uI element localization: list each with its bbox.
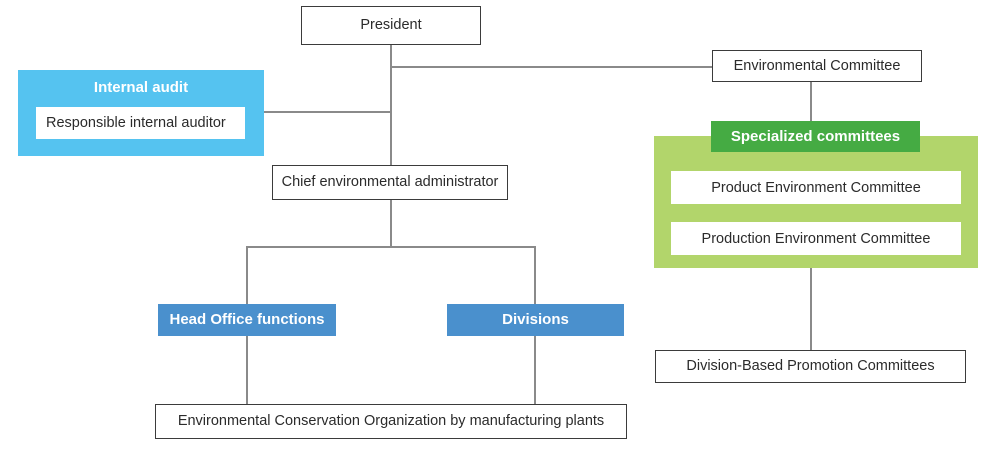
connector-president-trunk [390,45,392,165]
internal-audit-title-label: Internal audit [93,79,189,96]
node-product-environment-committee-label: Product Environment Committee [711,179,921,196]
node-division-based-promotion-committees[interactable]: Division-Based Promotion Committees [655,350,966,383]
node-specialized-committees-header[interactable]: Specialized committees [711,121,920,152]
connector-branch-leg-right [534,246,536,304]
connector-president-to-internal-audit [263,111,392,113]
connector-specialized-to-division-based [810,268,812,350]
connector-divisions-to-bottom [534,336,536,404]
specialized-committees-title-label: Specialized committees [730,127,901,145]
node-division-based-promotion-committees-label: Division-Based Promotion Committees [686,358,935,375]
connector-environmental-committee-to-specialized [810,81,812,122]
node-president-label: President [360,17,422,34]
node-production-environment-committee-label: Production Environment Committee [701,230,931,247]
node-environmental-conservation-organization-label: Environmental Conservation Organization … [177,413,605,430]
connector-president-to-environmental-committee [390,66,714,68]
node-chief-environmental-administrator[interactable]: Chief environmental administrator [272,165,508,200]
connector-branch-leg-left [246,246,248,304]
node-responsible-internal-auditor-label: Responsible internal auditor [46,115,226,131]
node-president[interactable]: President [301,6,481,45]
panel-internal-audit-title: Internal audit [18,79,264,96]
connector-branch-bar [246,246,536,248]
node-environmental-committee-label: Environmental Committee [733,57,901,74]
connector-head-office-to-bottom [246,336,248,404]
node-divisions[interactable]: Divisions [447,304,624,336]
node-environmental-conservation-organization[interactable]: Environmental Conservation Organization … [155,404,627,439]
node-responsible-internal-auditor[interactable]: Responsible internal auditor [36,107,245,139]
node-head-office-functions[interactable]: Head Office functions [158,304,336,336]
connector-chief-admin-trunk [390,200,392,248]
node-head-office-functions-label: Head Office functions [169,311,325,329]
node-product-environment-committee[interactable]: Product Environment Committee [671,171,961,204]
node-environmental-committee[interactable]: Environmental Committee [712,50,922,82]
node-chief-environmental-administrator-label: Chief environmental administrator [281,174,499,191]
node-divisions-label: Divisions [502,311,569,329]
node-production-environment-committee[interactable]: Production Environment Committee [671,222,961,255]
